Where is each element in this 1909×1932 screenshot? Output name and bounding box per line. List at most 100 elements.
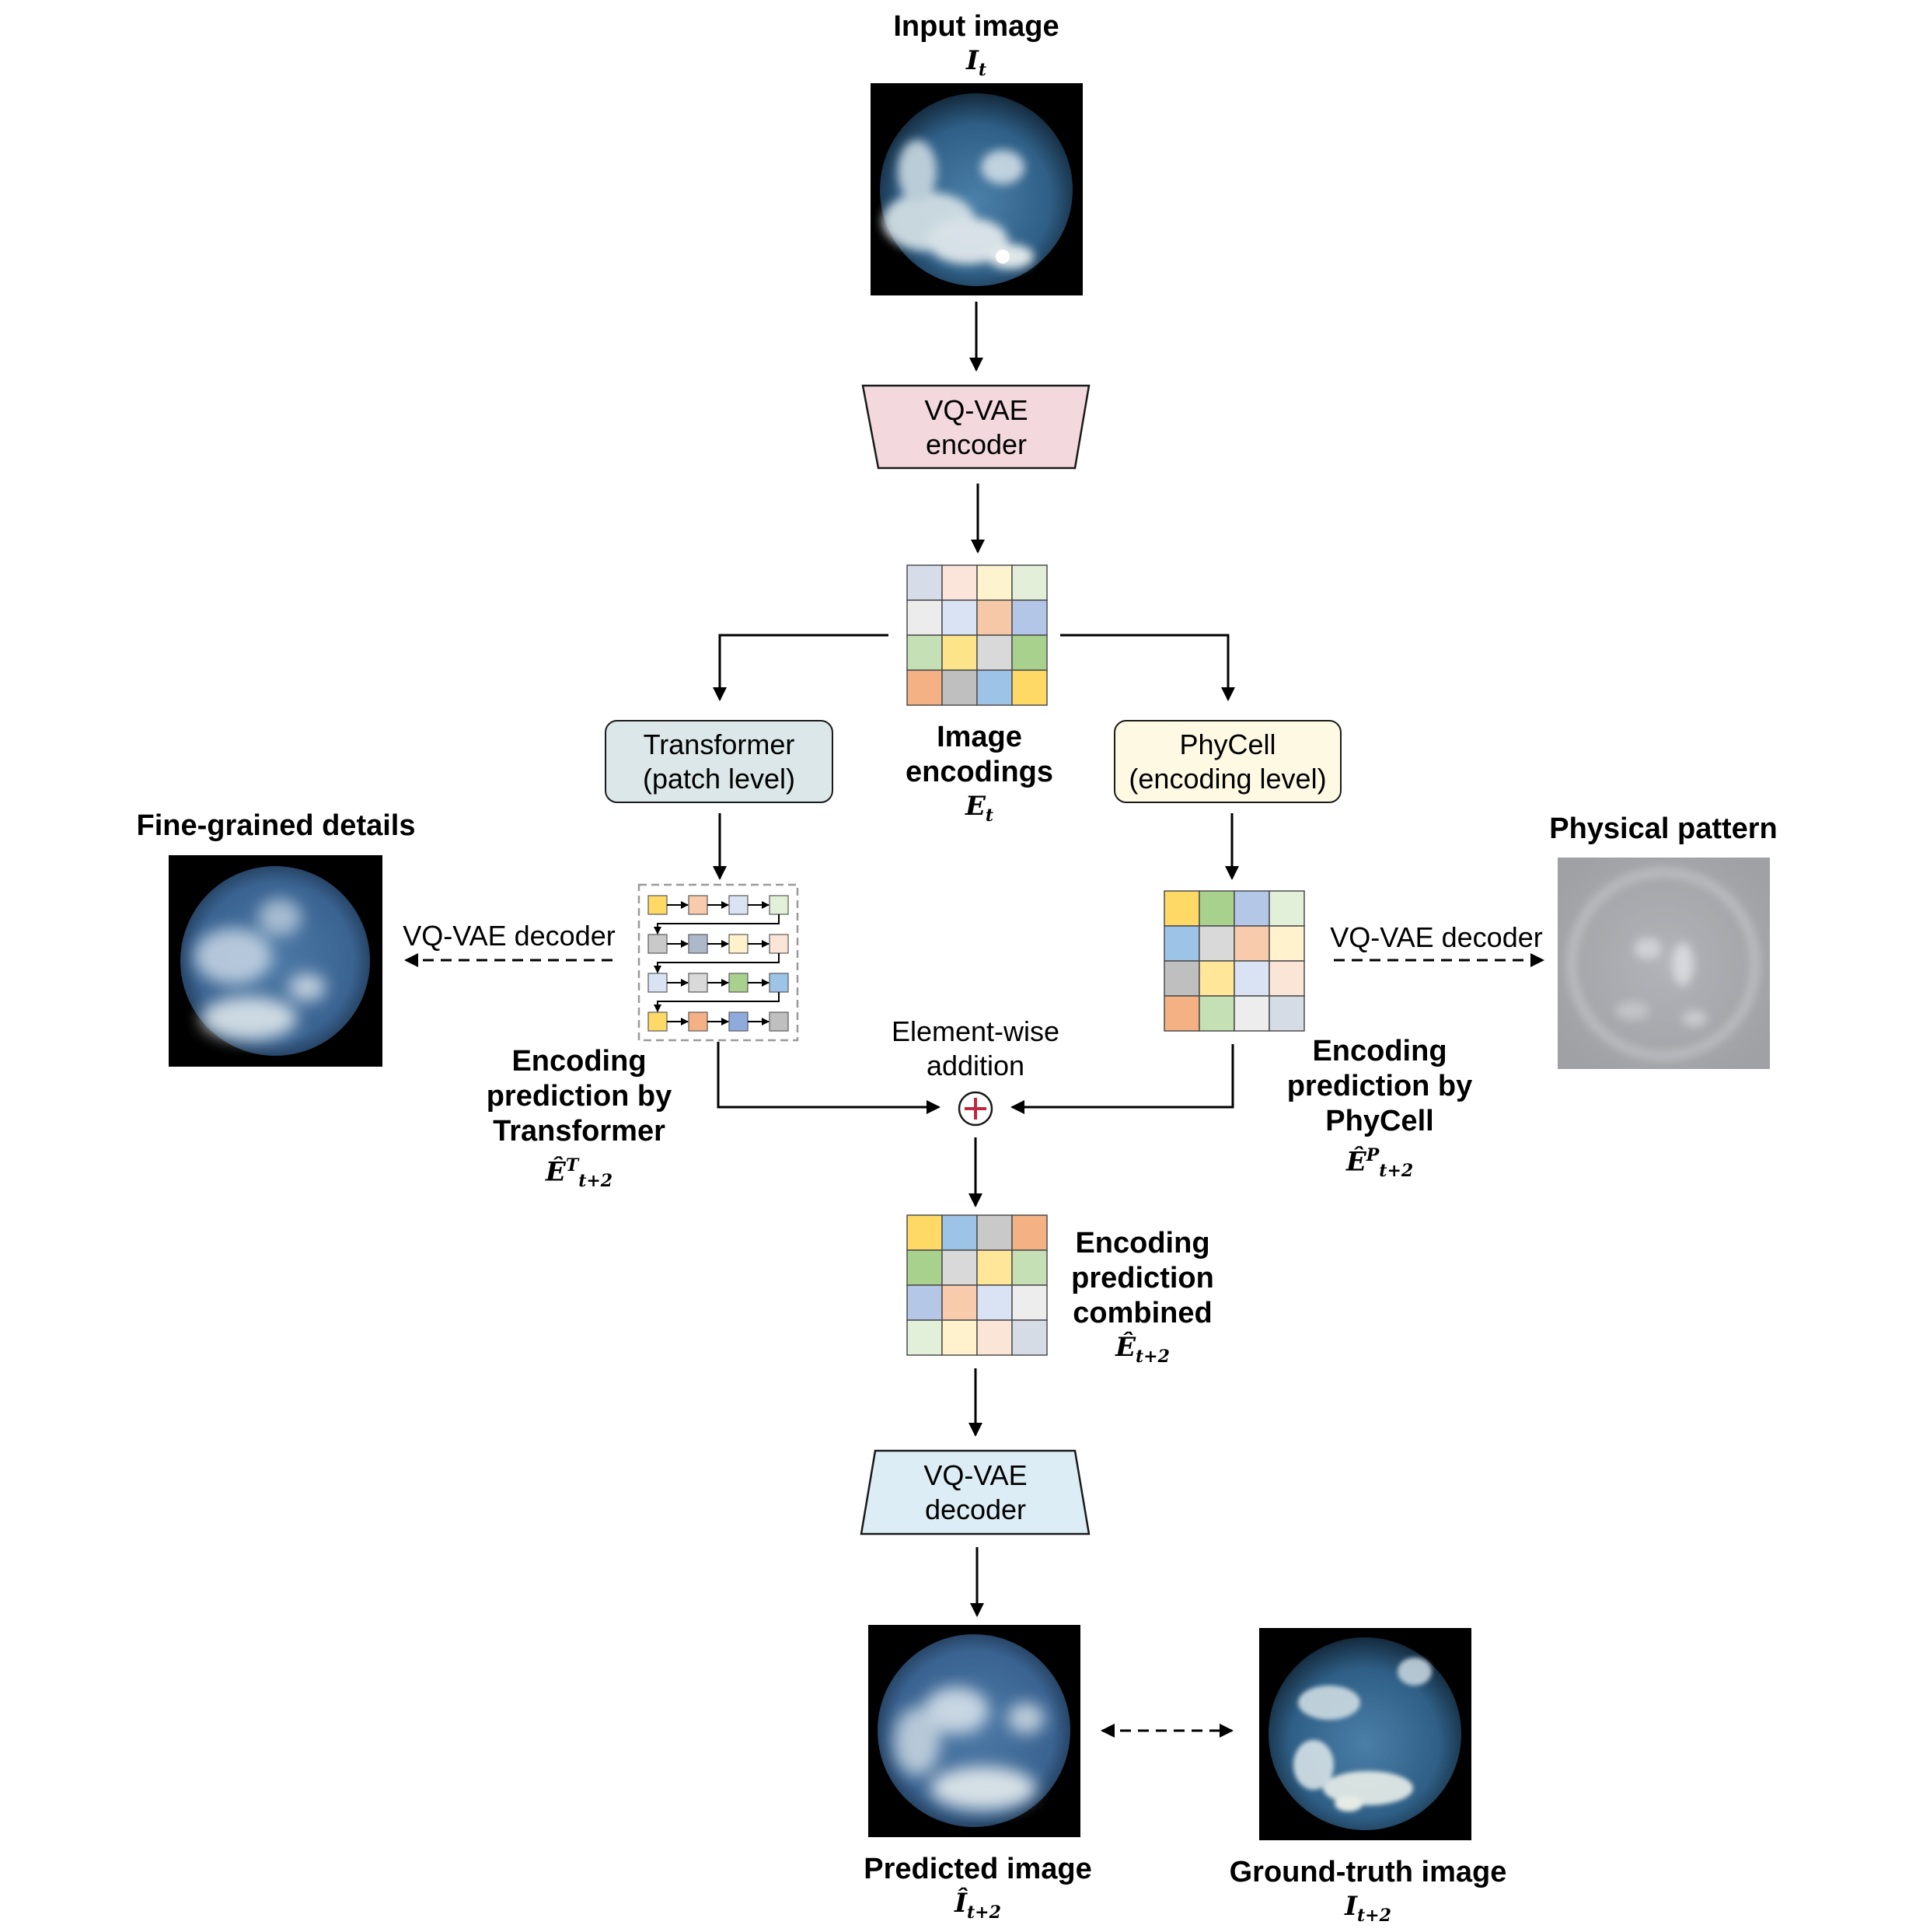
grid-cell (906, 1214, 943, 1251)
transformer-box-line2: (patch level) (642, 762, 796, 795)
phycell-box: PhyCell (encoding level) (1114, 720, 1342, 803)
phycell-box-line2: (encoding level) (1129, 762, 1327, 795)
patch-token (647, 1011, 668, 1032)
grid-cell (906, 1249, 943, 1286)
grid-cell (1199, 925, 1235, 962)
combined-prediction-grid (906, 1214, 1048, 1356)
decoder-label-line2: decoder (924, 1494, 1027, 1525)
decoder-label-line1: VQ-VAE (923, 1459, 1028, 1491)
combined-label: Encoding prediction combined Êt+2 (1034, 1226, 1251, 1373)
grid-cell (906, 669, 943, 706)
grid-cell (941, 1214, 978, 1251)
input-image (871, 83, 1083, 295)
encoder-label: VQ-VAE encoder (878, 389, 1074, 466)
patch-token (728, 934, 749, 954)
transformer-box: Transformer (patch level) (605, 720, 833, 803)
grid-cell (1011, 1214, 1048, 1251)
transformer-prediction-line1: Encoding (511, 1045, 647, 1078)
physical-pattern-title: Physical pattern (1549, 812, 1778, 845)
patch-token (769, 934, 789, 954)
addition-symbol (958, 1091, 993, 1127)
encoder-shape (861, 384, 1091, 470)
patch-token (728, 895, 749, 915)
grid-cell (941, 1249, 978, 1286)
arrow-encodings-to-transformer (713, 634, 888, 701)
grid-cell (1199, 890, 1235, 927)
ground-truth-image-label: Ground-truth image It+2 (1213, 1855, 1523, 1932)
decoder-shape (860, 1449, 1091, 1535)
patch-token (647, 934, 668, 954)
grid-cell (1011, 1249, 1048, 1286)
patch-token (647, 895, 668, 915)
encoder-label-line1: VQ-VAE (924, 394, 1028, 426)
grid-cell (941, 634, 978, 671)
predicted-image-title: Predicted image (864, 1853, 1092, 1885)
image-encodings-symbol: Et (965, 791, 994, 826)
patch-token (647, 973, 668, 993)
decoder-right-label: VQ-VAE decoder (1330, 921, 1543, 953)
grid-cell (1234, 995, 1270, 1032)
patch-sequence (647, 895, 789, 1032)
physical-pattern-image (1558, 858, 1770, 1069)
grid-cell (1011, 564, 1048, 601)
transformer-box-line1: Transformer (643, 728, 795, 760)
addition-label: Element-wise addition (859, 1015, 1092, 1083)
image-encodings-grid (906, 564, 1048, 706)
grid-cell (1011, 669, 1048, 706)
phycell-prediction-grid (1164, 890, 1305, 1032)
grid-cell (941, 1284, 978, 1321)
combined-symbol: Êt+2 (1115, 1332, 1170, 1367)
combined-line1: Encoding (1075, 1227, 1210, 1259)
patch-token (769, 973, 789, 993)
phycell-prediction-line3: PhyCell (1325, 1105, 1434, 1137)
grid-cell (1011, 1319, 1048, 1356)
phycell-box-line1: PhyCell (1179, 728, 1276, 760)
grid-cell (1164, 960, 1200, 997)
grid-cell (1011, 599, 1048, 636)
grid-cell (941, 564, 978, 601)
grid-cell (1011, 634, 1048, 671)
phycell-prediction-label: Encoding prediction by PhyCell ÊPt+2 (1255, 1034, 1504, 1187)
grid-cell (1234, 960, 1270, 997)
patch-token (769, 895, 789, 915)
input-image-label: Input image It (860, 9, 1093, 86)
grid-cell (976, 1319, 1013, 1356)
fine-grained-image (169, 855, 382, 1067)
phycell-prediction-line1: Encoding (1312, 1035, 1447, 1067)
grid-cell (976, 1284, 1013, 1321)
encoder-label-line2: encoder (925, 428, 1028, 460)
grid-cell (906, 564, 943, 601)
grid-cell (976, 669, 1013, 706)
predicted-image-symbol: Ît+2 (954, 1888, 1001, 1923)
combined-line2: prediction (1071, 1262, 1214, 1294)
patch-token (728, 1011, 749, 1032)
grid-cell (941, 599, 978, 636)
grid-cell (1234, 890, 1270, 927)
grid-cell (1234, 925, 1270, 962)
ground-truth-image-title: Ground-truth image (1229, 1856, 1507, 1888)
addition-line1: Element-wise (891, 1015, 1060, 1047)
ground-truth-image (1259, 1628, 1471, 1840)
arrow-encodings-to-phycell (1060, 634, 1235, 701)
image-encodings-line1: Image (937, 721, 1022, 753)
grid-cell (941, 1319, 978, 1356)
phycell-prediction-line2: prediction by (1286, 1070, 1473, 1102)
input-image-symbol: It (965, 45, 987, 80)
addition-line2: addition (926, 1050, 1025, 1081)
grid-cell (1199, 995, 1235, 1032)
grid-cell (976, 1214, 1013, 1251)
patch-token (728, 973, 749, 993)
patch-wrap-arrow (654, 914, 780, 935)
transformer-prediction-symbol: ÊTt+2 (545, 1155, 613, 1192)
grid-cell (1269, 960, 1305, 997)
phycell-prediction-symbol: ÊPt+2 (1345, 1145, 1414, 1182)
image-encodings-line2: encodings (905, 756, 1054, 788)
combined-line3: combined (1073, 1297, 1213, 1329)
grid-cell (1269, 925, 1305, 962)
fine-grained-title: Fine-grained details (136, 809, 416, 842)
decoder-label: VQ-VAE decoder (877, 1454, 1074, 1532)
patch-wrap-arrow (654, 992, 780, 1012)
grid-cell (941, 669, 978, 706)
